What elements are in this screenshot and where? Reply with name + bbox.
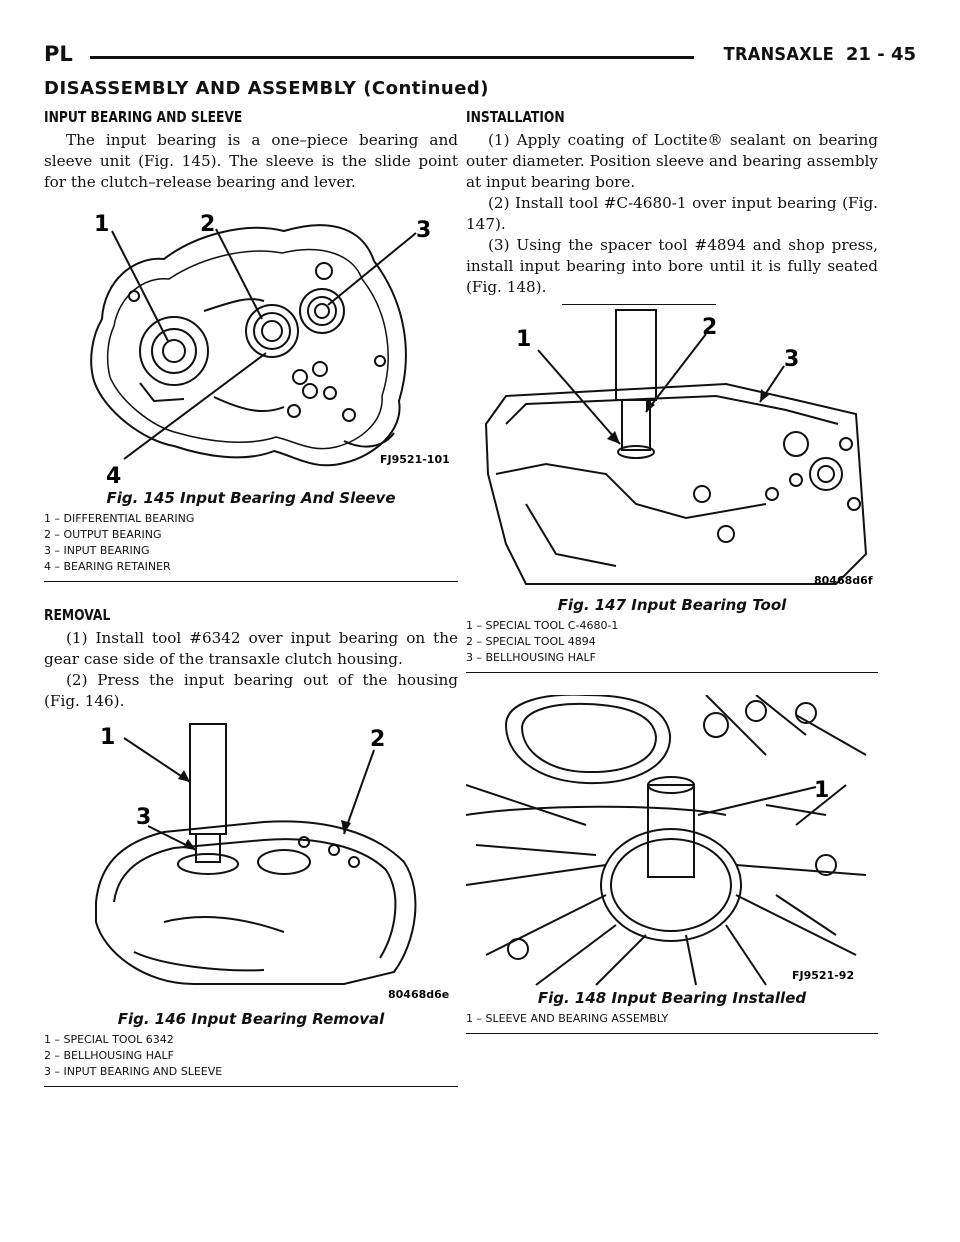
figure-147: 1 2 3 80468d6f Fig. 147 Input Bearing To… [466, 304, 878, 673]
callout-2: 2 [370, 727, 385, 752]
legend-item: 3 – INPUT BEARING [44, 544, 150, 557]
figure-legend: 1 – DIFFERENTIAL BEARING 2 – OUTPUT BEAR… [44, 511, 458, 575]
legend-item: 2 – OUTPUT BEARING [44, 528, 162, 541]
callout-1: 1 [100, 725, 115, 750]
install-step-1: (1) Apply coating of Loctite® sealant on… [466, 131, 878, 191]
figure-caption: Fig. 147 Input Bearing Tool [557, 596, 787, 614]
bearing-removal-illustration: 1 2 3 80468d6e [95, 723, 449, 1001]
legend-item: 2 – BELLHOUSING HALF [44, 1049, 174, 1062]
figure-id: 80468d6f [814, 574, 873, 587]
legend-item: 4 – BEARING RETAINER [44, 560, 171, 573]
removal-step-2: (2) Press the input bearing out of the h… [44, 671, 458, 710]
figure-id: FJ9521-92 [792, 969, 854, 982]
figure-legend: 1 – SPECIAL TOOL 6342 2 – BELLHOUSING HA… [44, 1032, 458, 1080]
figure-rule [466, 1033, 878, 1034]
legend-item: 3 – BELLHOUSING HALF [466, 651, 596, 664]
callout-4: 4 [106, 464, 121, 487]
removal-step-1: (1) Install tool #6342 over input bearin… [44, 629, 458, 668]
figure-id: 80468d6e [388, 988, 449, 1001]
figure-caption: Fig. 145 Input Bearing And Sleeve [106, 489, 396, 507]
callout-1: 1 [94, 212, 109, 237]
legend-item: 2 – SPECIAL TOOL 4894 [466, 635, 596, 648]
page-number: 21 - 45 [845, 44, 916, 65]
installation-heading: INSTALLATION [466, 108, 565, 126]
legend-item: 1 – SLEEVE AND BEARING ASSEMBLY [466, 1012, 669, 1025]
left-column: INPUT BEARING AND SLEEVE The input beari… [44, 108, 458, 1087]
figure-rule [44, 581, 458, 582]
install-step-3: (3) Using the spacer tool #4894 and shop… [466, 236, 878, 296]
input-bearing-tool-illustration: 1 2 3 80468d6f [484, 304, 873, 587]
figure-148: 1 FJ9521-92 Fig. 148 Input Bearing Insta… [466, 695, 878, 1034]
page-header: PL TRANSAXLE 21 - 45 [44, 42, 916, 74]
figure-145: 1 2 3 4 FJ9521-101 Fig. 145 Input Bearin… [44, 201, 458, 582]
legend-item: 1 – SPECIAL TOOL 6342 [44, 1033, 174, 1046]
figure-146: 1 2 3 80468d6e Fig. 146 Input Bearing Re… [44, 722, 458, 1087]
transaxle-housing-illustration: 1 2 3 4 FJ9521-101 [90, 212, 450, 487]
right-column: INSTALLATION (1) Apply coating of Loctit… [466, 108, 878, 1034]
callout-3: 3 [416, 218, 431, 243]
callout-2: 2 [200, 212, 215, 237]
callout-3: 3 [784, 347, 799, 372]
callout-2: 2 [702, 315, 717, 340]
section-heading: INPUT BEARING AND SLEEVE [44, 108, 243, 126]
figure-rule [44, 1086, 458, 1087]
header-rule [90, 56, 694, 59]
figure-legend: 1 – SPECIAL TOOL C-4680-1 2 – SPECIAL TO… [466, 618, 878, 666]
intro-paragraph: The input bearing is a one–piece bearing… [44, 131, 458, 191]
section-title: TRANSAXLE [723, 44, 834, 65]
figure-id: FJ9521-101 [380, 453, 450, 466]
callout-3: 3 [136, 805, 151, 830]
legend-item: 1 – SPECIAL TOOL C-4680-1 [466, 619, 619, 632]
figure-legend: 1 – SLEEVE AND BEARING ASSEMBLY [466, 1011, 878, 1027]
legend-item: 3 – INPUT BEARING AND SLEEVE [44, 1065, 223, 1078]
continued-title: DISASSEMBLY AND ASSEMBLY (Continued) [44, 78, 490, 99]
figure-rule [466, 672, 878, 673]
install-step-2: (2) Install tool #C-4680-1 over input be… [466, 194, 878, 233]
removal-heading: REMOVAL [44, 606, 111, 624]
callout-1: 1 [516, 327, 531, 352]
figure-caption: Fig. 146 Input Bearing Removal [117, 1010, 385, 1028]
callout-1: 1 [814, 778, 829, 803]
figure-caption: Fig. 148 Input Bearing Installed [537, 989, 807, 1007]
section-code: PL [44, 42, 73, 66]
legend-item: 1 – DIFFERENTIAL BEARING [44, 512, 195, 525]
input-bearing-installed-illustration: 1 FJ9521-92 [466, 695, 867, 986]
